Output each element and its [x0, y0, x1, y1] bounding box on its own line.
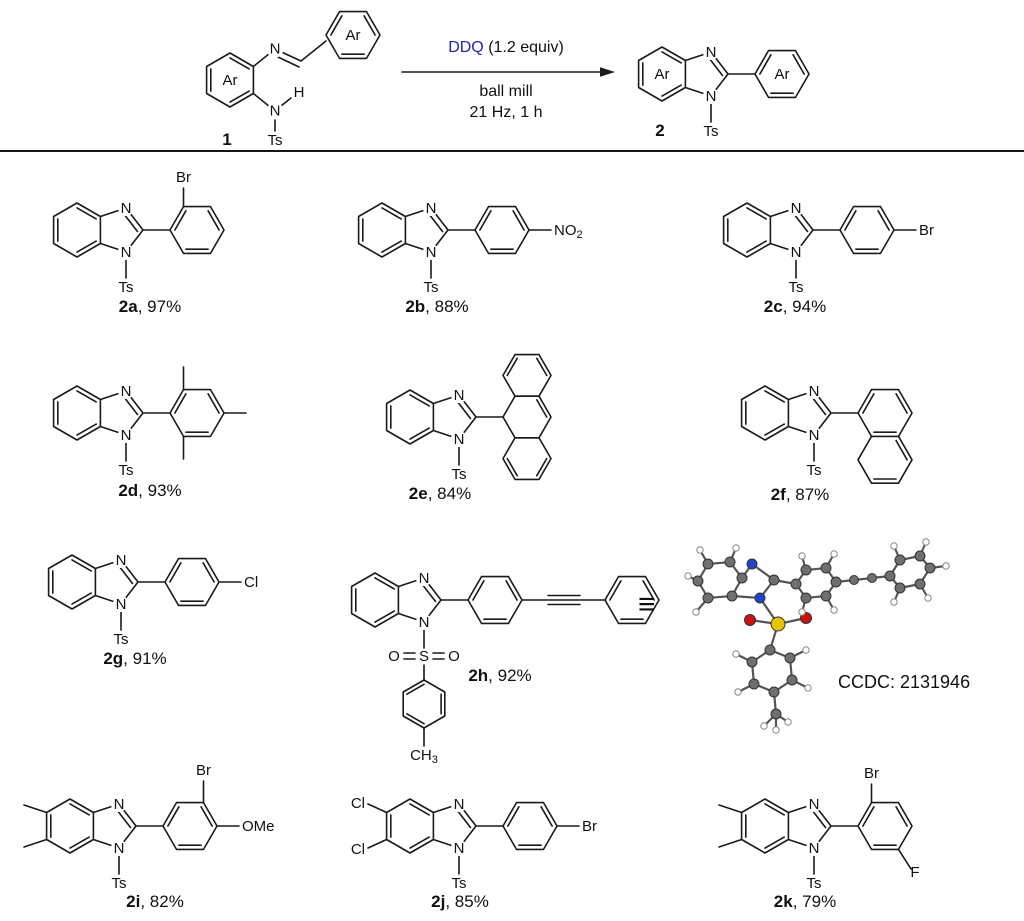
atom-label-ome: OMe	[242, 818, 275, 835]
compound-2b-structure: NO2 Ts	[357, 199, 583, 296]
atom-label-br: Br	[919, 222, 934, 239]
atom-label-n: N	[270, 103, 281, 120]
atom-label-ts: Ts	[268, 132, 283, 149]
atom-label-ts: Ts	[452, 875, 467, 892]
atom-label-no2: NO2	[554, 222, 583, 241]
compound-2k-structure: Br F Ts	[718, 765, 920, 892]
atom-label-o: O	[388, 648, 400, 665]
compound-2g-label: 2g, 91%	[103, 649, 167, 668]
conditions-line2: ball mill	[479, 83, 532, 100]
compound-2c-structure: Br Ts	[722, 199, 934, 296]
section-divider-line	[0, 150, 1024, 152]
atom-label-ts: Ts	[119, 462, 134, 479]
compound-2j-structure: Cl Cl Br Ts	[351, 795, 597, 892]
compound-2i-structure: Br OMe Ts	[23, 762, 275, 892]
xray-atoms	[692, 550, 936, 720]
compound-2f-label: 2f, 87%	[770, 485, 830, 504]
atom-label-ar: Ar	[223, 72, 238, 89]
reaction-arrowhead	[600, 67, 615, 77]
atom-label-ts: Ts	[704, 123, 719, 140]
ccdc-caption: CCDC: 2131946	[838, 672, 971, 692]
atom-label-ar: Ar	[655, 66, 670, 83]
atom-label-br: Br	[582, 818, 597, 835]
product-number: 2	[655, 121, 664, 140]
conditions-line3: 21 Hz, 1 h	[470, 104, 543, 121]
compound-2e-label: 2e, 84%	[408, 484, 472, 503]
compound-2c-label: 2c, 94%	[763, 297, 827, 316]
compound-2h-label: 2h, 92%	[468, 666, 532, 685]
compound-2i-label: 2i, 82%	[126, 892, 184, 911]
compound-2d-label: 2d, 93%	[118, 481, 182, 500]
atom-label-ts: Ts	[807, 875, 822, 892]
atom-label-ts: Ts	[789, 279, 804, 296]
product-structure-2: Ar Ar Ts 2	[637, 43, 810, 140]
atom-label-ar: Ar	[346, 27, 361, 44]
atom-label-n: N	[270, 41, 281, 58]
reactant-number: 1	[222, 130, 231, 149]
compound-2a-structure: Br Ts	[52, 169, 225, 296]
atom-label-ar: Ar	[775, 66, 790, 83]
atom-label-o: O	[448, 648, 460, 665]
reagent-equiv: (1.2 equiv)	[484, 39, 564, 56]
atom-label-h: H	[294, 84, 305, 101]
compound-2a-label: 2a, 97%	[118, 297, 182, 316]
reaction-conditions: DDQ (1.2 equiv) ball mill 21 Hz, 1 h	[401, 39, 615, 121]
equivalence-symbol: ≡	[638, 588, 656, 621]
compound-2h-structure: S O O CH3	[350, 569, 660, 766]
atom-label-ts: Ts	[112, 875, 127, 892]
reactant-structure-1: Ar N Ar N H Ts 1	[205, 10, 381, 149]
atom-label-br: Br	[196, 762, 211, 779]
atom-label-ts: Ts	[452, 466, 467, 483]
compound-2g-structure: Cl Ts	[47, 551, 258, 648]
xray-hydrogens	[684, 538, 950, 734]
atom-label-ch3: CH3	[410, 747, 438, 766]
reagent-name: DDQ	[448, 39, 484, 56]
atom-label-cl: Cl	[351, 795, 365, 812]
atom-label-br: Br	[176, 169, 191, 186]
atom-label-cl: Cl	[351, 841, 365, 858]
compound-2f-structure: Ts	[740, 382, 913, 484]
conditions-line1: DDQ (1.2 equiv)	[448, 39, 564, 56]
atom-label-s: S	[419, 648, 429, 665]
atom-label-ts: Ts	[424, 279, 439, 296]
compound-2e-structure: Ts	[385, 353, 552, 483]
compound-2b-label: 2b, 88%	[405, 297, 469, 316]
atom-label-cl: Cl	[244, 574, 258, 591]
compound-2k-label: 2k, 79%	[773, 892, 837, 911]
atom-label-ts: Ts	[807, 462, 822, 479]
atom-label-br: Br	[864, 765, 879, 782]
atom-label-ts: Ts	[114, 631, 129, 648]
xray-structure-image	[684, 538, 950, 734]
atom-label-f: F	[910, 864, 919, 881]
compound-2j-label: 2j, 85%	[431, 892, 489, 911]
compound-2d-structure: Ts	[52, 366, 247, 479]
scheme-row: Ar N Ar N H Ts 1 DDQ (1.2 equiv) ball mi…	[205, 10, 810, 149]
xray-bonds	[686, 540, 948, 732]
atom-label-ts: Ts	[119, 279, 134, 296]
